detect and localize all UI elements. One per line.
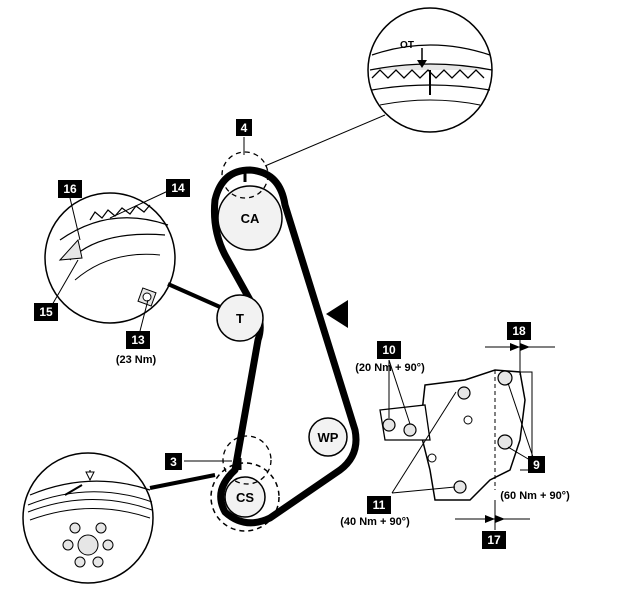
water-pump-label: WP: [318, 430, 339, 445]
engine-bracket: [379, 335, 533, 530]
crankshaft-pulley: CS: [210, 462, 280, 532]
crankshaft-detail-view: [22, 452, 154, 584]
svg-text:15: 15: [39, 305, 53, 319]
callout-16: 16: [58, 180, 82, 198]
callout-11: 11: [367, 496, 391, 514]
callout-17: 17: [482, 531, 506, 549]
svg-text:9: 9: [533, 458, 540, 472]
triangle-arrow-icon: [326, 300, 348, 328]
crankshaft-label: CS: [236, 490, 254, 505]
crankshaft-detail-connector: [149, 473, 216, 490]
crank-mark-arrow-icon: [85, 471, 95, 482]
callout-14: 14: [166, 179, 190, 197]
tensioner-label: T: [236, 311, 244, 326]
tensioner-pulley: T: [216, 294, 264, 342]
ot-leader-line: [264, 114, 386, 167]
svg-text:14: 14: [171, 181, 185, 195]
torque-11: (40 Nm + 90°): [340, 516, 410, 528]
torque-10: (20 Nm + 90°): [355, 362, 425, 374]
callout-18: 18: [507, 322, 531, 340]
svg-text:10: 10: [382, 343, 396, 357]
crankshaft-mark-circle: [222, 435, 272, 485]
camshaft-label: CA: [241, 211, 260, 226]
callout-10: 10: [377, 341, 401, 359]
callout-9: 9: [528, 456, 545, 473]
callout-4: 4: [236, 119, 252, 136]
water-pump-pulley: WP: [308, 417, 348, 457]
svg-text:3: 3: [170, 455, 177, 469]
tensioner-detail-connector: [167, 282, 221, 309]
torque-13: (23 Nm): [116, 354, 157, 366]
callout-3: 3: [165, 453, 182, 470]
camshaft-mark-circle: [221, 151, 269, 199]
callout-13: 13: [126, 331, 150, 349]
dimension-17: [455, 515, 530, 523]
ot-down-arrow-icon: [417, 60, 427, 68]
ot-detail-view: OT: [367, 7, 493, 133]
svg-text:16: 16: [63, 182, 77, 196]
tensioner-detail-view: [44, 192, 176, 324]
camshaft-pulley: CA: [217, 185, 283, 251]
svg-text:17: 17: [487, 533, 501, 547]
ot-mark-label: OT: [400, 40, 414, 51]
torque-9: (60 Nm + 90°): [500, 490, 570, 502]
svg-text:11: 11: [373, 498, 386, 512]
dimension-18: [485, 343, 555, 351]
svg-text:18: 18: [512, 324, 526, 338]
svg-text:13: 13: [131, 333, 145, 347]
callout-15: 15: [34, 303, 58, 321]
svg-text:4: 4: [241, 121, 248, 135]
